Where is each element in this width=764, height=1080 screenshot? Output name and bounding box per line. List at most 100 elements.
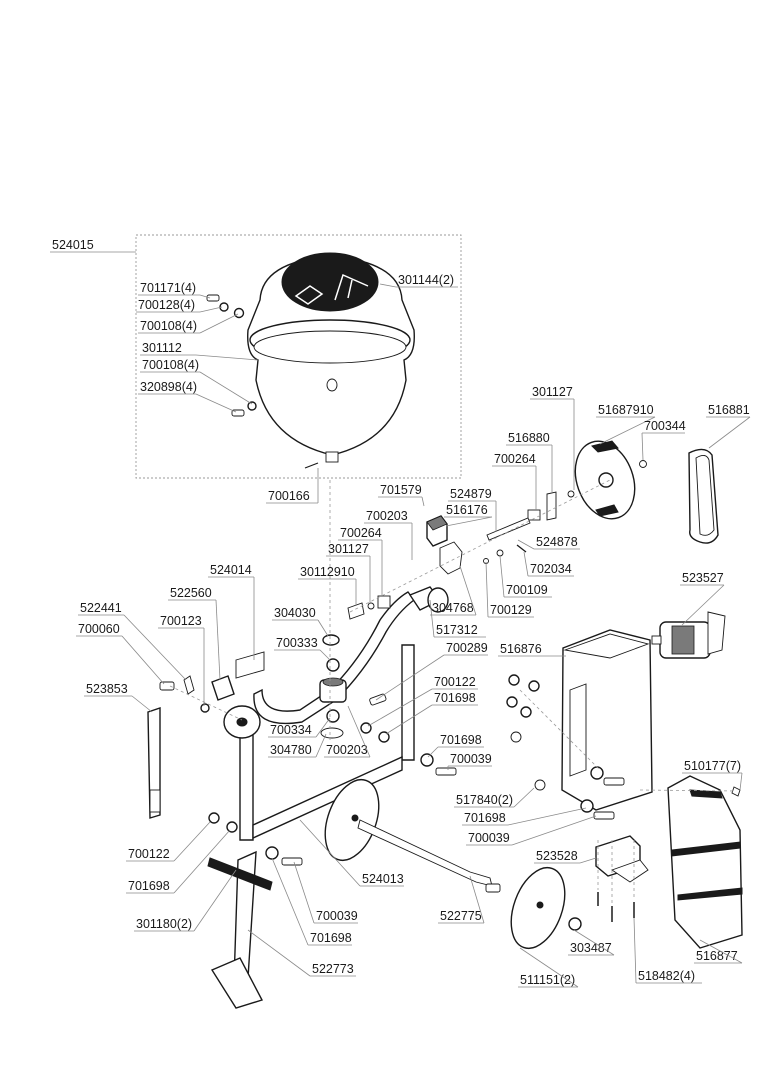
part-label: 700289 [375, 641, 488, 701]
assembly-line [519, 689, 601, 771]
part-label: 700039 [293, 861, 358, 924]
part-number-text: 700039 [468, 831, 510, 845]
drum-rim-inner [253, 330, 407, 364]
part-number-text: 30112910 [300, 565, 355, 579]
pulley-mark [591, 440, 619, 453]
part-label: 523528 [534, 849, 597, 864]
part-number-text: 701698 [310, 931, 352, 945]
leader-line [317, 619, 329, 637]
leader-line [293, 861, 315, 924]
leader-line [195, 393, 237, 413]
nut-700122 [360, 722, 372, 734]
washer-303487 [568, 917, 582, 931]
part-label: 301144(2) [379, 273, 458, 288]
leader-line [681, 584, 725, 626]
part-number-text: 701698 [440, 733, 482, 747]
part-label: 524015 [50, 238, 136, 253]
part-label: 516876 [498, 642, 566, 657]
wheel-group [207, 778, 582, 1009]
bearing-700334 [326, 709, 340, 723]
part-label: 304030 [272, 606, 329, 637]
part-number-text: 524878 [536, 535, 578, 549]
part-number-text: 700108(4) [142, 358, 199, 372]
part-number-text: 700039 [316, 909, 358, 923]
drum-blade [294, 285, 324, 305]
handle-group [147, 675, 235, 819]
bushing-522560 [211, 675, 235, 701]
part-number-text: 700129 [490, 603, 532, 617]
part-number-text: 524015 [52, 238, 94, 252]
part-label: 516176 [444, 503, 493, 527]
part-number-text: 700039 [450, 752, 492, 766]
part-label: 524014 [208, 563, 255, 660]
part-label: 320898(4) [138, 380, 237, 413]
bolt-700060 [159, 681, 175, 691]
part-number-text: 516880 [508, 431, 550, 445]
pulley-group [483, 440, 719, 564]
washer-701698 [265, 846, 279, 860]
motor-cover-516877 [667, 775, 743, 949]
part-number-text: 523527 [682, 571, 724, 585]
part-label: 511151(2) [518, 947, 579, 988]
wheel-hub [351, 814, 359, 822]
part-number-text: 304780 [270, 743, 312, 757]
washer-701698 [520, 706, 532, 718]
part-number-text: 522560 [170, 586, 212, 600]
leader-line [271, 857, 309, 946]
part-label: 301127 [326, 542, 371, 604]
wheel-hub [536, 901, 544, 909]
motor-winding [671, 625, 695, 655]
shaft-524879 [486, 517, 531, 541]
assembly-lines [169, 479, 737, 905]
leader-line [573, 929, 615, 956]
part-number-text: 320898(4) [140, 380, 197, 394]
part-number-text: 701698 [464, 811, 506, 825]
part-number-text: 524014 [210, 563, 252, 577]
bearing-plate-304768 [427, 587, 449, 613]
housing-top [563, 633, 650, 659]
part-label: 523527 [680, 571, 725, 626]
plate-516880 [546, 491, 557, 521]
leader-line [379, 283, 397, 288]
part-number-text: 301127 [532, 385, 573, 399]
part-label: 524013 [299, 819, 404, 887]
frame-hardware [208, 674, 625, 866]
leader-line [199, 306, 223, 313]
motor-shaft [651, 635, 662, 645]
assembly-line [169, 685, 243, 721]
leader-line [517, 539, 535, 550]
lever-grip [149, 789, 161, 813]
drum-shaft [325, 451, 339, 463]
bolt-700289 [369, 693, 387, 706]
nut-700108 [233, 307, 245, 319]
leader-line [485, 561, 489, 618]
screw-517840 [534, 779, 546, 791]
cover-rib [677, 887, 743, 901]
leader-line [247, 929, 311, 977]
part-label: 700128(4) [136, 298, 223, 313]
leader-line [299, 819, 361, 887]
part-number-text: 522773 [312, 962, 354, 976]
leader-line [131, 695, 153, 713]
part-label: 702034 [523, 551, 574, 577]
part-number-text: 523528 [536, 849, 578, 863]
leader-line [511, 815, 597, 846]
bearing-top [322, 677, 344, 687]
part-label: 700122 [126, 821, 211, 862]
motor-group [561, 611, 743, 949]
part-label: 700122 [367, 675, 478, 727]
part-label: 517312 [429, 599, 486, 638]
leader-line [375, 654, 445, 701]
part-number-text: 524879 [450, 487, 492, 501]
part-label: 516881 [706, 403, 751, 449]
switch-base [611, 859, 649, 883]
part-number-text: 701171(4) [140, 281, 196, 295]
leader-line [641, 432, 644, 461]
drum-assembly-group [135, 234, 462, 479]
bolt-700039 [281, 857, 303, 866]
part-number-text: 510177(7) [684, 759, 741, 773]
leader-line [199, 294, 211, 299]
part-label: 700129 [485, 561, 534, 618]
part-number-text: 304030 [274, 606, 316, 620]
